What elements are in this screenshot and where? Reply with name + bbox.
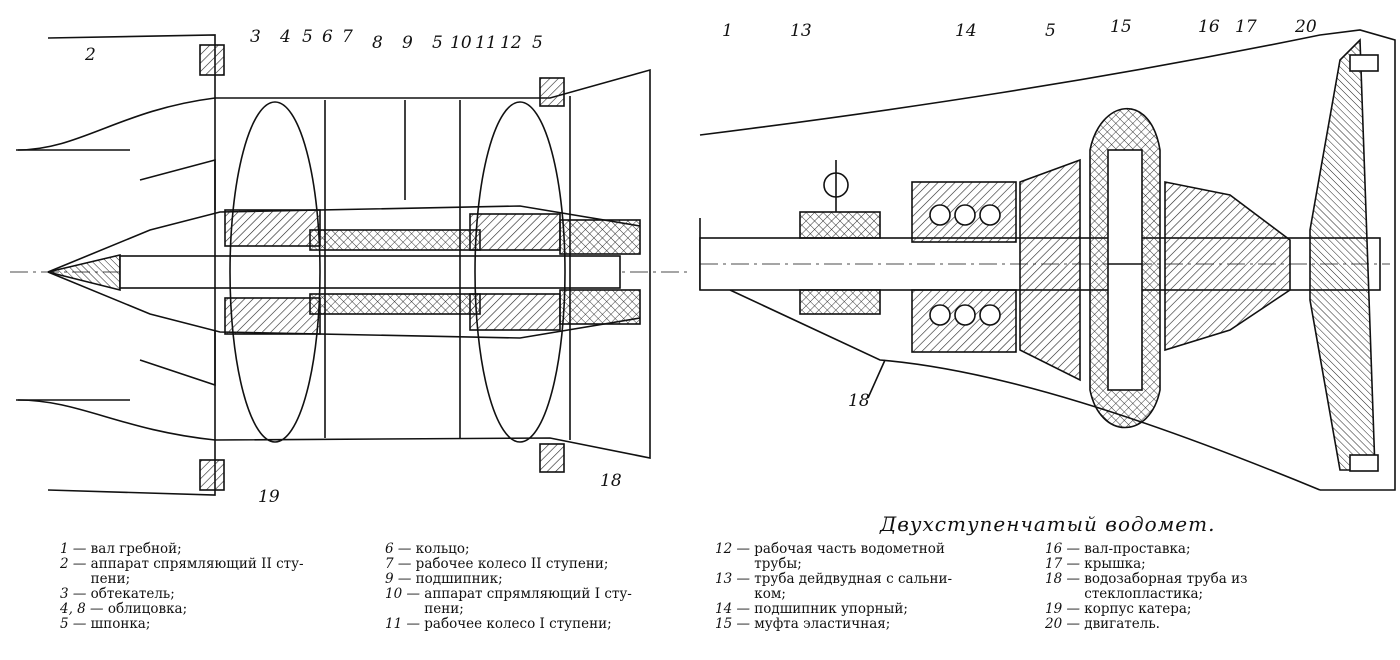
legend-item: 14 — подшипник упорный; [715,602,1035,617]
legend-item-text: корпус катера; [1084,601,1192,617]
legend-item: 3 — обтекатель; [60,587,375,602]
legend-item-number: 12 — [715,541,755,557]
callout-left-12: 12 [500,33,522,53]
legend-item-text: муфта эластичная; [754,616,891,632]
legend-item-number: 10 — [385,586,425,602]
legend-item-number: 17 — [1045,556,1085,572]
waterjet-section-drawing: 2 3 4 5 6 7 8 9 5 10 11 12 5 18 19 1 13 … [10,17,1396,507]
legend-item-text: крышка; [1084,556,1146,572]
figure-caption: Двухступенчатый водомет. [880,512,1216,536]
callout-right-18: 18 [848,391,870,411]
legend-item-number: 4, 8 — [60,601,108,617]
legend-item: 15 — муфта эластичная; [715,617,1035,632]
legend-item: 10 — аппарат спрямляющий I сту- пени; [385,587,705,617]
legend-item-number: 1 — [60,541,91,557]
legend-item: 16 — вал-проставка; [1045,542,1375,557]
legend-item: 4, 8 — облицовка; [60,602,375,617]
legend-item-number: 16 — [1045,541,1085,557]
callout-right-15: 15 [1110,17,1132,37]
callout-numbers: 2 3 4 5 6 7 8 9 5 10 11 12 5 18 19 1 13 … [84,17,1317,507]
callout-left-5b: 5 [432,33,443,53]
callout-left-6: 6 [322,27,333,47]
legend-item-number: 7 — [385,556,416,572]
callout-left-5c: 5 [532,33,543,53]
legend-item-text: аппарат спрямляющий II сту- пени; [90,556,304,587]
legend-item: 5 — шпонка; [60,617,375,632]
callout-left-18: 18 [600,471,622,491]
callout-right-14: 14 [955,21,977,41]
right-assembly-view [699,29,1396,491]
left-assembly-view [10,34,690,496]
legend-column-3: 12 — рабочая часть водометной трубы;13 —… [715,542,1035,632]
legend-item: 7 — рабочее колесо II ступени; [385,557,705,572]
callout-left-5a: 5 [302,27,313,47]
legend-item: 6 — кольцо; [385,542,705,557]
legend-item: 1 — вал гребной; [60,542,375,557]
legend-item: 18 — водозаборная труба из стеклопластик… [1045,572,1375,602]
legend-item-text: шпонка; [90,616,151,632]
legend-item-number: 3 — [60,586,91,602]
callout-left-4: 4 [279,27,291,47]
callout-left-8: 8 [372,33,383,53]
legend-item: 12 — рабочая часть водометной трубы; [715,542,1035,572]
callout-right-13: 13 [790,21,812,41]
callout-left-19: 19 [258,487,280,507]
legend-item-number: 5 — [60,616,91,632]
legend-item-text: подшипник; [415,571,503,587]
legend-item-text: обтекатель; [90,586,175,602]
legend-item-number: 18 — [1045,571,1085,587]
legend-item-number: 9 — [385,571,416,587]
legend-item-number: 2 — [60,556,91,572]
legend-item: 11 — рабочее колесо I ступени; [385,617,705,632]
legend-item-text: облицовка; [107,601,188,617]
legend-item-text: аппарат спрямляющий I сту- пени; [424,586,632,617]
legend-item-text: вал-проставка; [1084,541,1191,557]
legend-item-text: вал гребной; [90,541,182,557]
callout-left-11: 11 [475,33,497,53]
legend-column-1: 1 — вал гребной;2 — аппарат спрямляющий … [60,542,375,632]
legend-item-text: рабочая часть водометной трубы; [754,541,945,572]
legend-item-number: 20 — [1045,616,1085,632]
legend-item-text: подшипник упорный; [754,601,908,617]
legend-column-2: 6 — кольцо;7 — рабочее колесо II ступени… [385,542,705,632]
legend-item-number: 14 — [715,601,755,617]
callout-right-5: 5 [1045,21,1056,41]
legend-item-text: рабочее колесо II ступени; [415,556,609,572]
legend-item: 19 — корпус катера; [1045,602,1375,617]
callout-left-3: 3 [250,27,261,47]
callout-right-20: 20 [1294,17,1317,37]
legend-item-text: кольцо; [415,541,470,557]
callout-left-2: 2 [84,45,96,65]
callout-left-10: 10 [450,33,472,53]
legend-item-number: 19 — [1045,601,1085,617]
legend-item-number: 6 — [385,541,416,557]
legend-item: 17 — крышка; [1045,557,1375,572]
legend-item: 13 — труба дейдвудная с сальни- ком; [715,572,1035,602]
legend-item-text: водозаборная труба из стеклопластика; [1084,571,1248,602]
callout-right-16: 16 [1198,17,1220,37]
legend-item-number: 11 — [385,616,425,632]
callout-right-1: 1 [722,21,733,41]
callout-left-9: 9 [402,33,413,53]
legend-item-text: рабочее колесо I ступени; [424,616,612,632]
legend-item-text: двигатель. [1084,616,1160,632]
callout-left-7: 7 [342,27,353,47]
legend-item: 20 — двигатель. [1045,617,1375,632]
legend-column-4: 16 — вал-проставка;17 — крышка;18 — водо… [1045,542,1375,632]
legend-item-text: труба дейдвудная с сальни- ком; [754,571,953,602]
legend-item-number: 13 — [715,571,755,587]
callout-right-17: 17 [1235,17,1257,37]
legend-item: 9 — подшипник; [385,572,705,587]
legend-item: 2 — аппарат спрямляющий II сту- пени; [60,557,375,587]
legend-item-number: 15 — [715,616,755,632]
